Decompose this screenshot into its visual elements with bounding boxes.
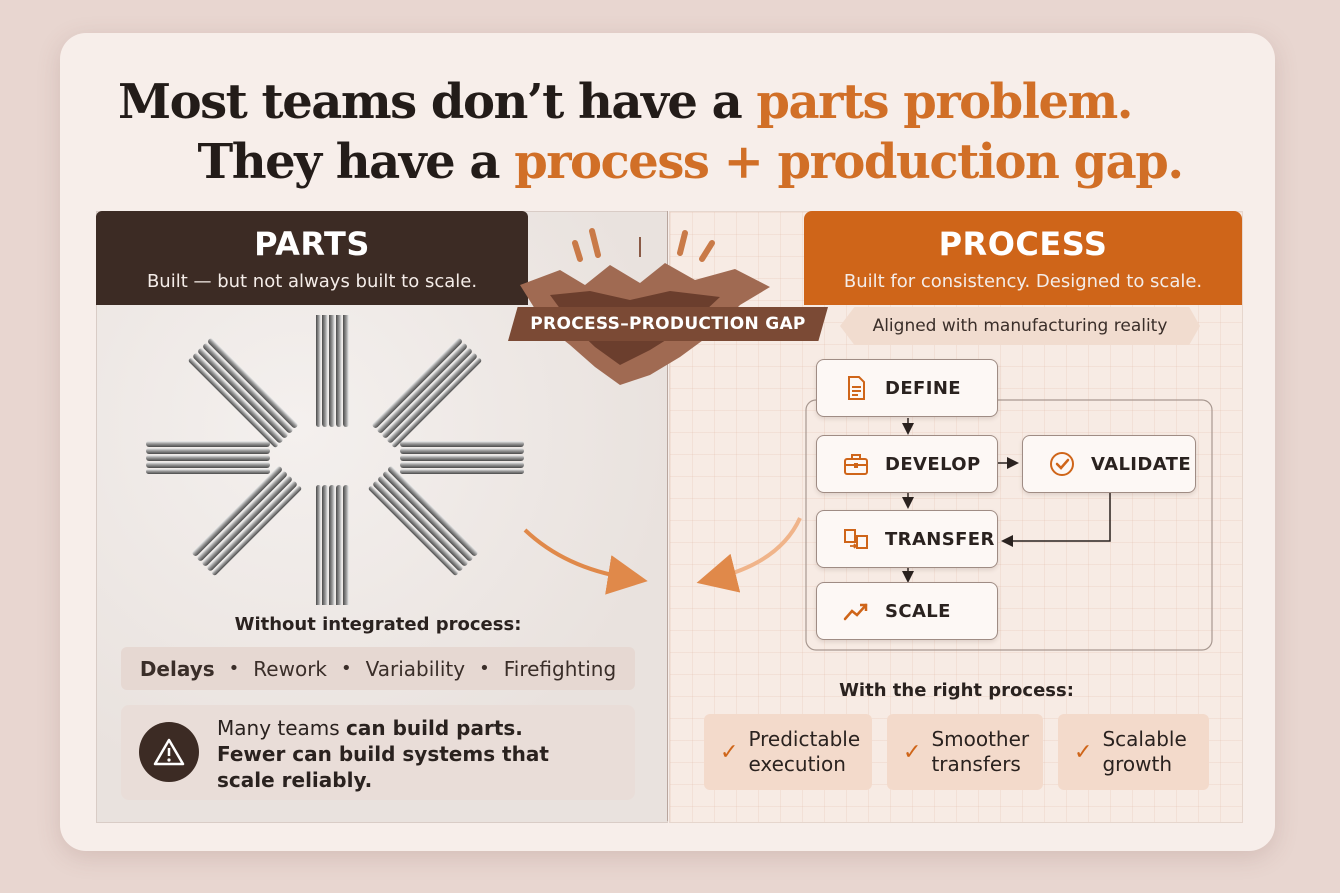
without-process-label: Without integrated process:	[234, 614, 522, 635]
problem-item: Rework	[253, 656, 327, 681]
problem-item: Delays	[139, 656, 215, 681]
problem-item: Firefighting	[503, 656, 617, 681]
parts-rods-illustration	[146, 315, 524, 605]
step-develop: DEVELOP	[816, 435, 998, 493]
document-icon	[848, 376, 865, 400]
headline: Most teams don’t have a parts problem. T…	[0, 72, 1340, 192]
check-icon: ✓	[720, 739, 739, 765]
problem-item: Variability	[365, 656, 466, 681]
parts-title: PARTS	[254, 225, 370, 263]
headline-line-2: They have a process + production gap.	[197, 134, 1184, 190]
warning-triangle-icon	[139, 722, 199, 782]
headline-line-1: Most teams don’t have a parts problem.	[118, 74, 1133, 130]
parts-header: PARTS Built — but not always built to sc…	[96, 211, 528, 305]
step-define: DEFINE	[816, 359, 998, 417]
bullet-dot: •	[341, 658, 352, 679]
parts-subtitle: Built — but not always built to scale.	[146, 271, 478, 292]
process-header: PROCESS Built for consistency. Designed …	[804, 211, 1242, 305]
headline-accent-1: parts problem.	[756, 74, 1133, 130]
aligned-banner: Aligned with manufacturing reality	[840, 307, 1200, 345]
process-subtitle: Built for consistency. Designed to scale…	[843, 271, 1203, 292]
with-process-label: With the right process:	[839, 680, 1074, 701]
check-icon: ✓	[903, 739, 922, 765]
bullet-dot: •	[479, 658, 490, 679]
step-scale: SCALE	[816, 582, 998, 640]
headline-accent-2: process + production gap.	[514, 134, 1184, 190]
process-title: PROCESS	[938, 225, 1108, 263]
warning-text: Many teams can build parts. Fewer can bu…	[217, 716, 549, 792]
toolbox-icon	[844, 454, 868, 475]
step-validate: VALIDATE	[1022, 435, 1196, 493]
check-circle-icon	[1050, 452, 1074, 476]
gap-label: PROCESS–PRODUCTION GAP	[508, 307, 828, 341]
check-icon: ✓	[1074, 739, 1093, 765]
center-divider	[667, 211, 668, 821]
transfer-icon	[844, 529, 868, 549]
bullet-dot: •	[228, 658, 240, 679]
problems-row: Delays • Rework • Variability • Firefigh…	[121, 647, 635, 690]
warning-callout: Many teams can build parts. Fewer can bu…	[121, 705, 635, 800]
trend-up-icon	[843, 603, 868, 621]
step-transfer: TRANSFER	[816, 510, 998, 568]
